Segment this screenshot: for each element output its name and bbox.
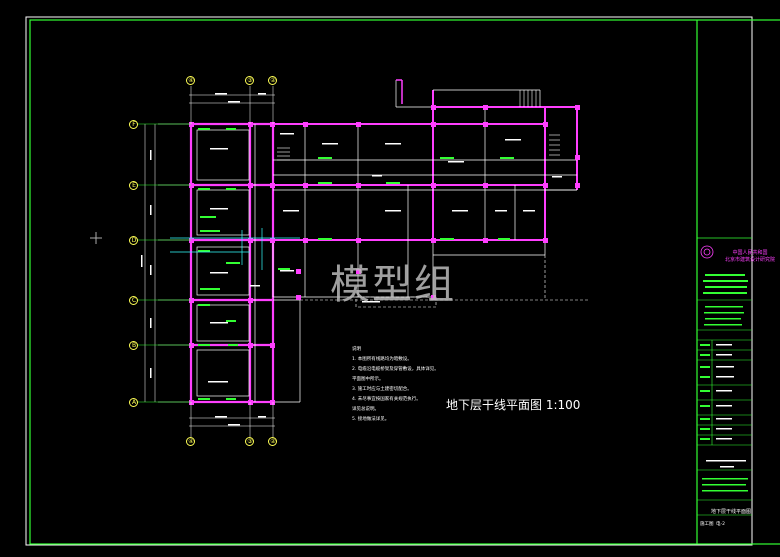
axis-label-top-2: ② [270,77,276,84]
watermark-text: 模型组 [330,262,456,308]
axis-label-top-3: ③ [247,77,253,84]
notes-line: 1. 本图所有线路均为暗敷设。 [352,357,412,362]
axis-bubble-left-F [129,120,138,129]
title-block-rows [697,299,752,516]
main-block-grid [272,80,577,298]
stair-hatching [277,90,560,161]
notes-line: 2. 电缆沿电缆桥架及穿管敷设，具体详见。 [352,367,439,372]
axis-label-top-4: ④ [188,77,194,84]
axis-bubble-left-A [129,398,138,407]
dimension-numbers [141,93,266,426]
crosshair-cursor-icon [90,232,102,244]
main-block-walls [272,90,578,241]
wiring-lines [170,228,300,270]
axis-bubble-bottom-2 [268,437,277,446]
axis-bubble-top-2 [268,76,277,85]
axis-label-left-D: D [131,237,137,244]
axis-label-left-E: E [132,182,136,189]
title-block-sheet-code: 施工图 [700,522,714,527]
left-wing-inner-partitions [196,124,301,403]
outer-sheet-border [25,16,753,546]
title-block-organization: 中国人民共和国 北京市建筑设计研究院 [722,250,778,264]
axis-bubble-left-E [129,181,138,190]
axis-lines [137,123,191,403]
title-block-text-bars [700,274,748,492]
axis-bubble-bottom-4 [186,437,195,446]
site-outline [396,79,403,104]
axis-bubble-top-4 [186,76,195,85]
notes-heading: 说明 [352,347,361,352]
structural-columns [189,105,580,405]
axis-bubble-left-C [129,296,138,305]
room-label-marks [208,133,562,383]
institute-logo-icon [700,245,714,259]
electrical-symbols [198,128,514,400]
axis-label-left-C: C [131,297,137,304]
organization-line: 北京市建筑设计研究院 [724,257,775,263]
axis-label-left-A: A [131,399,137,406]
axis-label-bottom-4: ④ [188,438,194,445]
axis-bubble-bottom-3 [245,437,254,446]
title-block-drawing-name: 地下层干线平面图 [711,509,752,515]
axis-bubble-left-D [129,236,138,245]
title-block-small-text [706,344,746,468]
dimension-lines [144,86,275,437]
notes-line: 平面图中所示。 [352,377,384,382]
design-notes: 说明 1. 本图所有线路均为暗敷设。 2. 电缆沿电缆桥架及穿管敷设，具体详见。… [352,345,439,425]
axis-bubble-top-3 [245,76,254,85]
dashed-outlines [300,255,590,308]
title-block-sheet-no: 电-2 [716,522,725,527]
drawing-title: 地下层干线平面图 1:100 [446,398,581,412]
notes-line: 3. 施工时应与土建密切配合。 [352,387,412,392]
notes-line: 4. 未尽事宜按国家有关规范执行。 [352,397,421,402]
notes-line: 5. 接地做法详见。 [352,417,390,422]
notes-line: 详见总说明。 [352,407,379,412]
inner-frame-border [29,19,780,545]
axis-label-bottom-3: ③ [247,438,253,445]
axis-label-left-F: F [132,121,136,128]
organization-line: 中国人民共和国 [732,250,768,256]
axis-bubble-left-B [129,341,138,350]
axis-label-bottom-2: ② [270,438,276,445]
axis-label-left-B: B [131,342,137,349]
